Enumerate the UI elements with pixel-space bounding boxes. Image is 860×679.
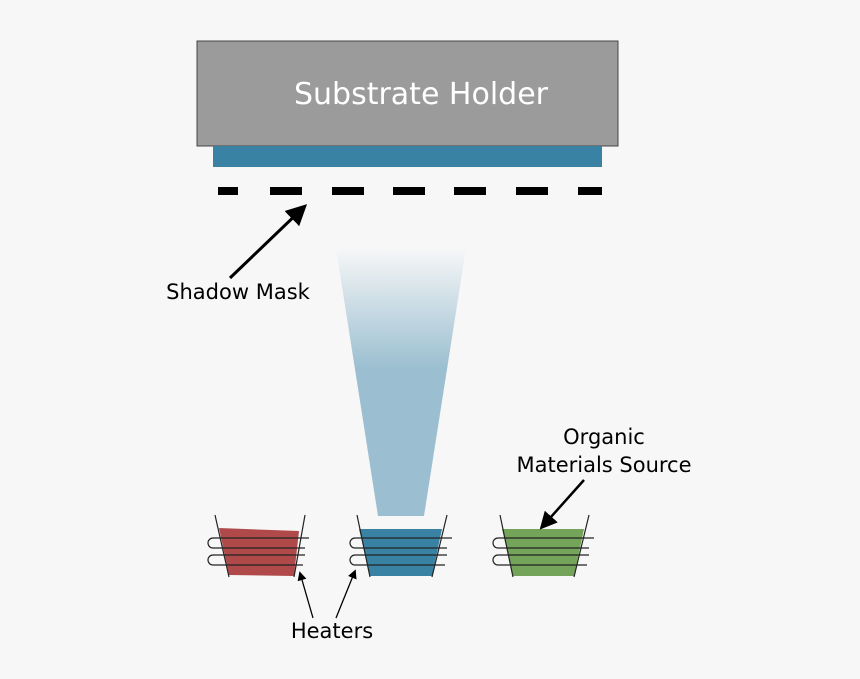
heaters-arrow-right xyxy=(335,569,357,619)
organic-source-label-line1: Organic xyxy=(563,425,645,449)
organic-source-arrow xyxy=(539,479,585,530)
heater-coil-blue xyxy=(349,537,452,566)
shadow-mask-arrow xyxy=(228,204,308,280)
substrate-holder xyxy=(196,40,619,147)
organic-source-green xyxy=(502,529,584,576)
substrate xyxy=(213,146,602,167)
crucible-green xyxy=(492,514,594,578)
heater-coil-red xyxy=(207,537,309,566)
shadow-mask xyxy=(218,187,602,195)
shadow-mask-label: Shadow Mask xyxy=(166,280,310,304)
organic-source-label-line2: Materials Source xyxy=(516,453,691,477)
substrate-holder-label: Substrate Holder xyxy=(294,77,549,112)
crucible-red xyxy=(207,514,309,578)
crucible-blue xyxy=(349,514,452,578)
organic-source-blue xyxy=(359,529,442,576)
organic-source-red xyxy=(219,528,299,576)
heater-coil-green xyxy=(492,537,594,566)
heaters-label: Heaters xyxy=(291,619,373,643)
heaters-arrow-left xyxy=(297,571,314,619)
evaporation-plume xyxy=(336,248,466,516)
